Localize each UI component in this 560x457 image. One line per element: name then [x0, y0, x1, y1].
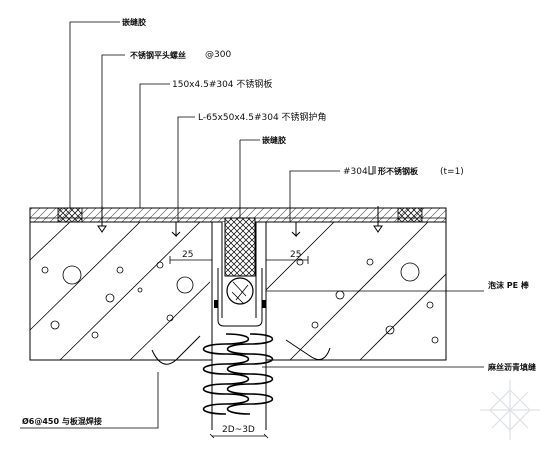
- asphalt-filler: [202, 333, 274, 415]
- gap-dimension: [209, 433, 269, 439]
- dimension-25: [169, 256, 309, 264]
- label-dim-left: 25: [182, 250, 193, 260]
- label-plate: 150x4.5#304 不锈钢板: [172, 78, 272, 90]
- label-dim-right: 25: [290, 250, 301, 260]
- steel-angles: [198, 221, 280, 318]
- label-spacing: @300: [205, 50, 231, 60]
- left-concrete-slab: [29, 221, 213, 361]
- label-sealant-mid: 嵌缝胶: [262, 135, 286, 145]
- channel-u-symbol: [368, 166, 376, 175]
- watermark-logo: [480, 380, 540, 440]
- label-gap: 2D~3D: [222, 425, 255, 435]
- screws: [97, 206, 383, 238]
- label-pe-rod: 泡沫 PE 棒: [488, 280, 530, 290]
- label-channel-suffix: 形不锈钢板: [378, 166, 419, 176]
- label-angle: L-65x50x4.5#304 不锈钢护角: [198, 111, 327, 123]
- anchor-bars: [151, 335, 331, 365]
- leader-lines: [20, 21, 484, 429]
- label-sealant-top: 嵌缝胶: [122, 17, 146, 27]
- label-anchor: Ø6@450 与板混焊接: [22, 416, 102, 426]
- label-thickness: (t=1): [440, 167, 464, 177]
- sealant-block: [224, 140, 256, 277]
- label-screw: 不锈钢平头螺丝: [130, 50, 186, 60]
- label-asphalt: 麻丝沥青填缝: [487, 362, 536, 372]
- u-channel: [214, 268, 266, 327]
- label-channel: #304: [343, 167, 368, 177]
